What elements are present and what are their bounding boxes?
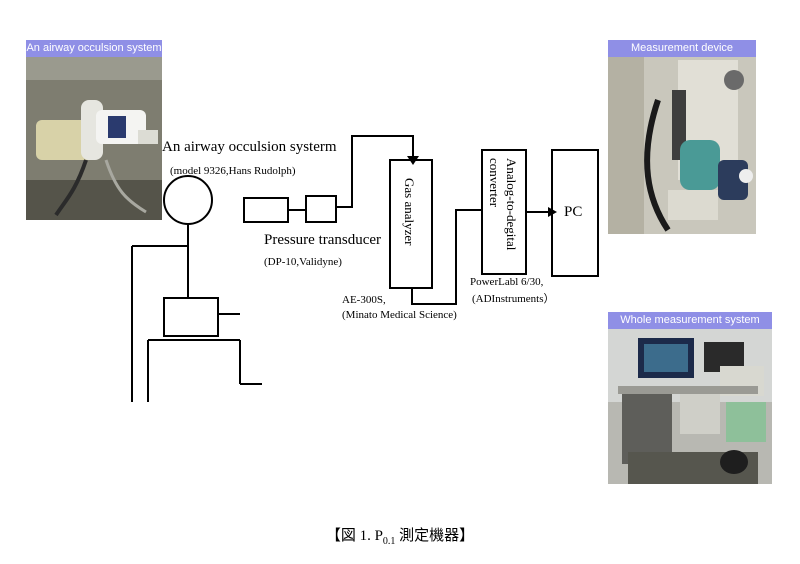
gas-analyzer-model-line1: AE-300S, [342,294,386,306]
converter-model-line2: (ADInstruments） [472,293,555,305]
figure-caption: 【図 1. P0.1 測定機器】 [0,524,800,547]
converter-label-line1: Analog-to-degital [504,158,519,251]
measurement-device-photo-label: Measurement device [608,40,756,57]
airway-occlusion-photo: An airway occulsion system [26,40,162,220]
subject-head [163,175,213,225]
caption-prefix: 【図 1. P [325,528,383,544]
gas-analyzer-model-line2: (Minato Medical Science) [342,309,457,321]
converter-label-line2: converter [487,158,502,208]
arrow-to-gas-analyzer [407,156,419,165]
transducer-box-1 [243,197,289,223]
whole-system-photo-label: Whole measurement system [608,312,772,329]
occlusion-system-model: (model 9326,Hans Rudolph) [170,165,296,177]
gas-analyzer-label: Gas analyzer [402,178,417,246]
transducer-box-2 [305,195,337,223]
airway-occlusion-image [26,40,162,220]
occlusion-system-title: An airway occulsion systerm [162,139,337,155]
measurement-device-photo: Measurement device [608,40,756,234]
transducer-title: Pressure transducer [264,232,382,248]
pc-label: PC [564,204,583,220]
arrow-to-pc [548,207,557,217]
transducer-model: (DP-10,Validyne) [264,256,342,268]
measurement-device-image [608,40,756,234]
whole-system-photo: Whole measurement system [608,312,772,484]
converter-model-line1: PowerLabl 6/30, [470,276,544,288]
caption-subscript: 0.1 [382,536,396,547]
airway-occlusion-photo-label: An airway occulsion system [26,40,162,57]
caption-suffix: 測定機器】 [395,528,475,544]
subject-torso-box [163,297,219,337]
